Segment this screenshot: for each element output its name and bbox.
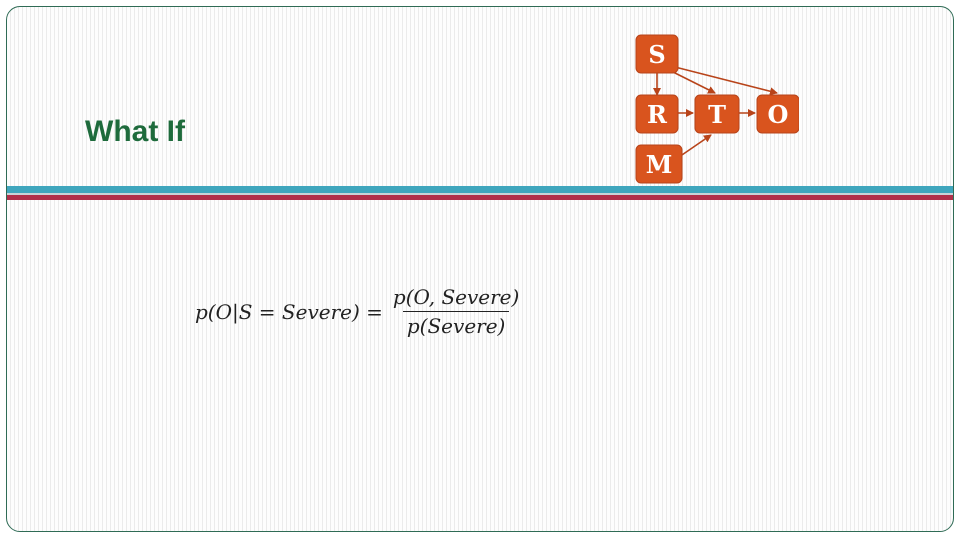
- node-r: R: [635, 94, 679, 134]
- node-s: S: [635, 34, 679, 74]
- formula-numerator: p(O, Severe): [392, 285, 520, 309]
- formula-lhs: p(O|S = Severe) =: [195, 299, 383, 324]
- conditional-probability-formula: p(O|S = Severe) = p(O, Severe) p(Severe): [195, 285, 523, 338]
- header-divider-red: [7, 195, 953, 200]
- node-m-label: M: [646, 150, 673, 179]
- header-divider-grey: [7, 193, 953, 195]
- node-t: T: [694, 94, 740, 134]
- formula-denominator: p(Severe): [402, 311, 510, 338]
- node-r-label: R: [647, 100, 668, 129]
- edge-s-t: [670, 70, 716, 94]
- formula-fraction: p(O, Severe) p(Severe): [389, 285, 523, 338]
- slide-title: What If: [85, 115, 185, 148]
- header-divider-blue: [7, 186, 953, 193]
- node-o: O: [756, 94, 799, 134]
- causal-graph: S R T O M: [635, 34, 799, 184]
- edge-s-o: [674, 66, 778, 96]
- node-s-label: S: [648, 40, 665, 69]
- slide: What If S R T O: [6, 6, 954, 532]
- node-m: M: [635, 144, 683, 184]
- node-t-label: T: [708, 100, 726, 129]
- node-o-label: O: [768, 100, 789, 129]
- edge-m-t: [678, 134, 712, 158]
